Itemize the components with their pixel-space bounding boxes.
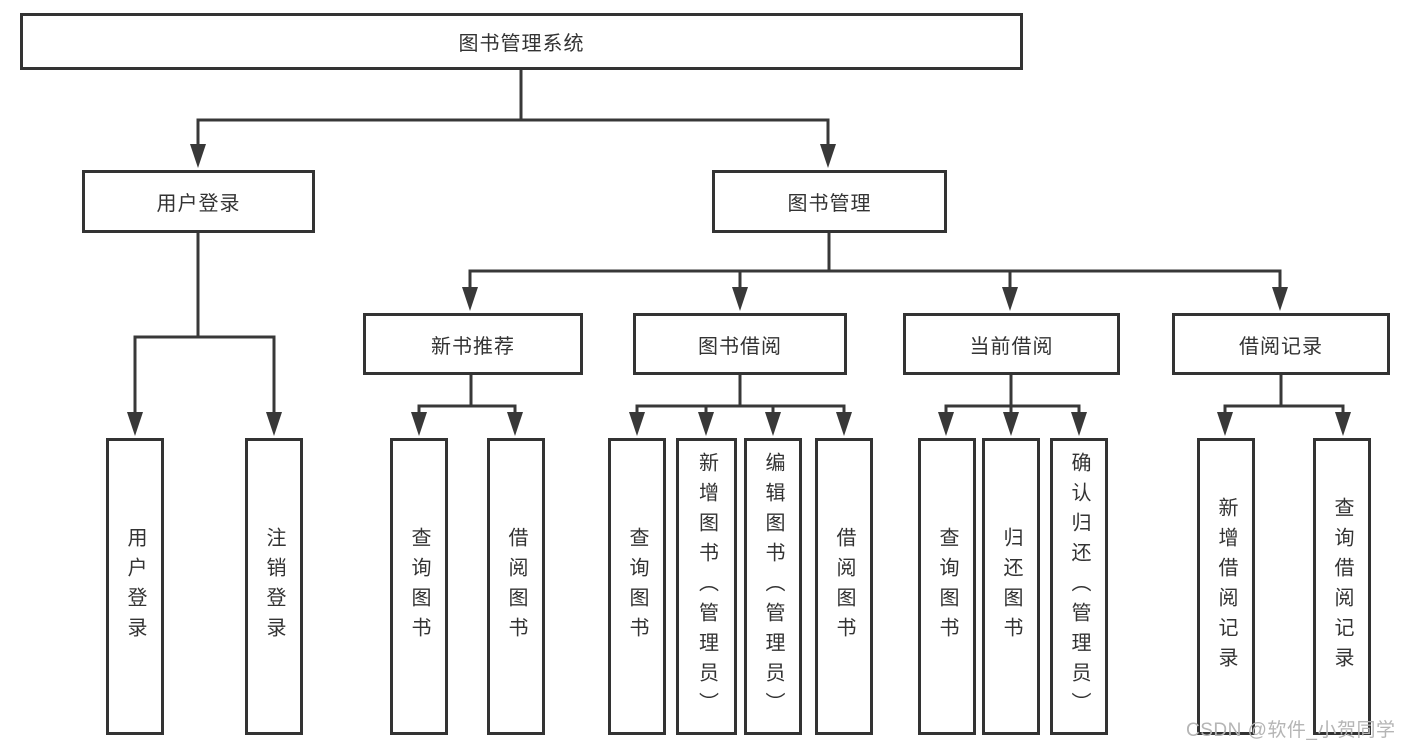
- arrow-down-icon: [820, 144, 836, 168]
- arrow-down-icon: [1217, 412, 1233, 436]
- leaf-label: 查询图书: [936, 526, 958, 647]
- arrow-down-icon: [190, 144, 206, 168]
- node-library-system: 图书管理系统: [20, 13, 1023, 70]
- csdn-watermark: CSDN @软件_小贺同学: [1186, 720, 1396, 741]
- node-label: 图书管理: [787, 193, 872, 215]
- leaf-return-books: 归还图书: [982, 438, 1040, 735]
- leaf-query-books-recommend: 查询图书: [390, 438, 448, 735]
- connector-login-to-leaves: [133, 231, 276, 416]
- node-user-login: 用户登录: [82, 170, 315, 233]
- leaf-label: 编辑图书（管理员）: [762, 451, 784, 722]
- leaf-user-login: 用户登录: [106, 438, 164, 735]
- leaf-label: 新增借阅记录: [1215, 496, 1237, 677]
- node-label: 用户登录: [156, 193, 241, 215]
- arrow-down-icon: [698, 412, 714, 436]
- node-label: 新书推荐: [431, 335, 515, 358]
- node-current-borrow: 当前借阅: [903, 313, 1120, 375]
- arrow-down-icon: [732, 287, 748, 311]
- arrow-down-icon: [266, 412, 282, 436]
- node-label: 图书管理系统: [458, 33, 585, 55]
- node-label: 图书借阅: [698, 335, 782, 358]
- leaf-label: 借阅图书: [505, 526, 527, 647]
- leaf-label: 确认归还（管理员）: [1068, 451, 1090, 722]
- connector-current-to-leaves: [944, 373, 1081, 416]
- node-book-management: 图书管理: [712, 170, 947, 233]
- leaf-label: 查询图书: [408, 526, 430, 647]
- leaf-query-books-borrow: 查询图书: [608, 438, 666, 735]
- leaf-borrow-books: 借阅图书: [815, 438, 873, 735]
- arrow-down-icon: [1335, 412, 1351, 436]
- leaf-label: 归还图书: [1000, 526, 1022, 647]
- arrow-down-icon: [127, 412, 143, 436]
- leaf-label: 借阅图书: [833, 526, 855, 647]
- arrow-down-icon: [1071, 412, 1087, 436]
- leaf-label: 查询借阅记录: [1331, 496, 1353, 677]
- arrow-down-icon: [938, 412, 954, 436]
- node-new-book-recommend: 新书推荐: [363, 313, 583, 375]
- leaf-confirm-return-admin: 确认归还（管理员）: [1050, 438, 1108, 735]
- leaf-label: 用户登录: [124, 526, 146, 647]
- connector-root-to-level2: [196, 68, 830, 148]
- leaf-borrow-books-recommend: 借阅图书: [487, 438, 545, 735]
- leaf-query-borrow-record: 查询借阅记录: [1313, 438, 1371, 735]
- arrow-down-icon: [507, 412, 523, 436]
- leaf-edit-books-admin: 编辑图书（管理员）: [744, 438, 802, 735]
- node-borrow-records: 借阅记录: [1172, 313, 1390, 375]
- node-label: 当前借阅: [969, 335, 1054, 358]
- connector-recommend-to-leaves: [417, 373, 517, 416]
- leaf-label: 注销登录: [263, 526, 285, 647]
- leaf-label: 查询图书: [626, 526, 648, 647]
- arrow-down-icon: [1002, 287, 1018, 311]
- connector-management-to-level3: [468, 231, 1282, 291]
- arrow-down-icon: [462, 287, 478, 311]
- leaf-logout: 注销登录: [245, 438, 303, 735]
- leaf-add-books-admin: 新增图书（管理员）: [676, 438, 737, 735]
- arrow-down-icon: [765, 412, 781, 436]
- arrow-down-icon: [629, 412, 645, 436]
- arrow-down-icon: [1272, 287, 1288, 311]
- leaf-add-borrow-record: 新增借阅记录: [1197, 438, 1255, 735]
- connector-borrow-to-leaves: [635, 373, 846, 416]
- connector-records-to-leaves: [1223, 373, 1345, 416]
- arrow-down-icon: [411, 412, 427, 436]
- leaf-query-books-current: 查询图书: [918, 438, 976, 735]
- leaf-label: 新增图书（管理员）: [695, 451, 718, 722]
- node-label: 借阅记录: [1239, 335, 1323, 358]
- node-book-borrow: 图书借阅: [633, 313, 847, 375]
- arrow-down-icon: [836, 412, 852, 436]
- arrow-down-icon: [1003, 412, 1019, 436]
